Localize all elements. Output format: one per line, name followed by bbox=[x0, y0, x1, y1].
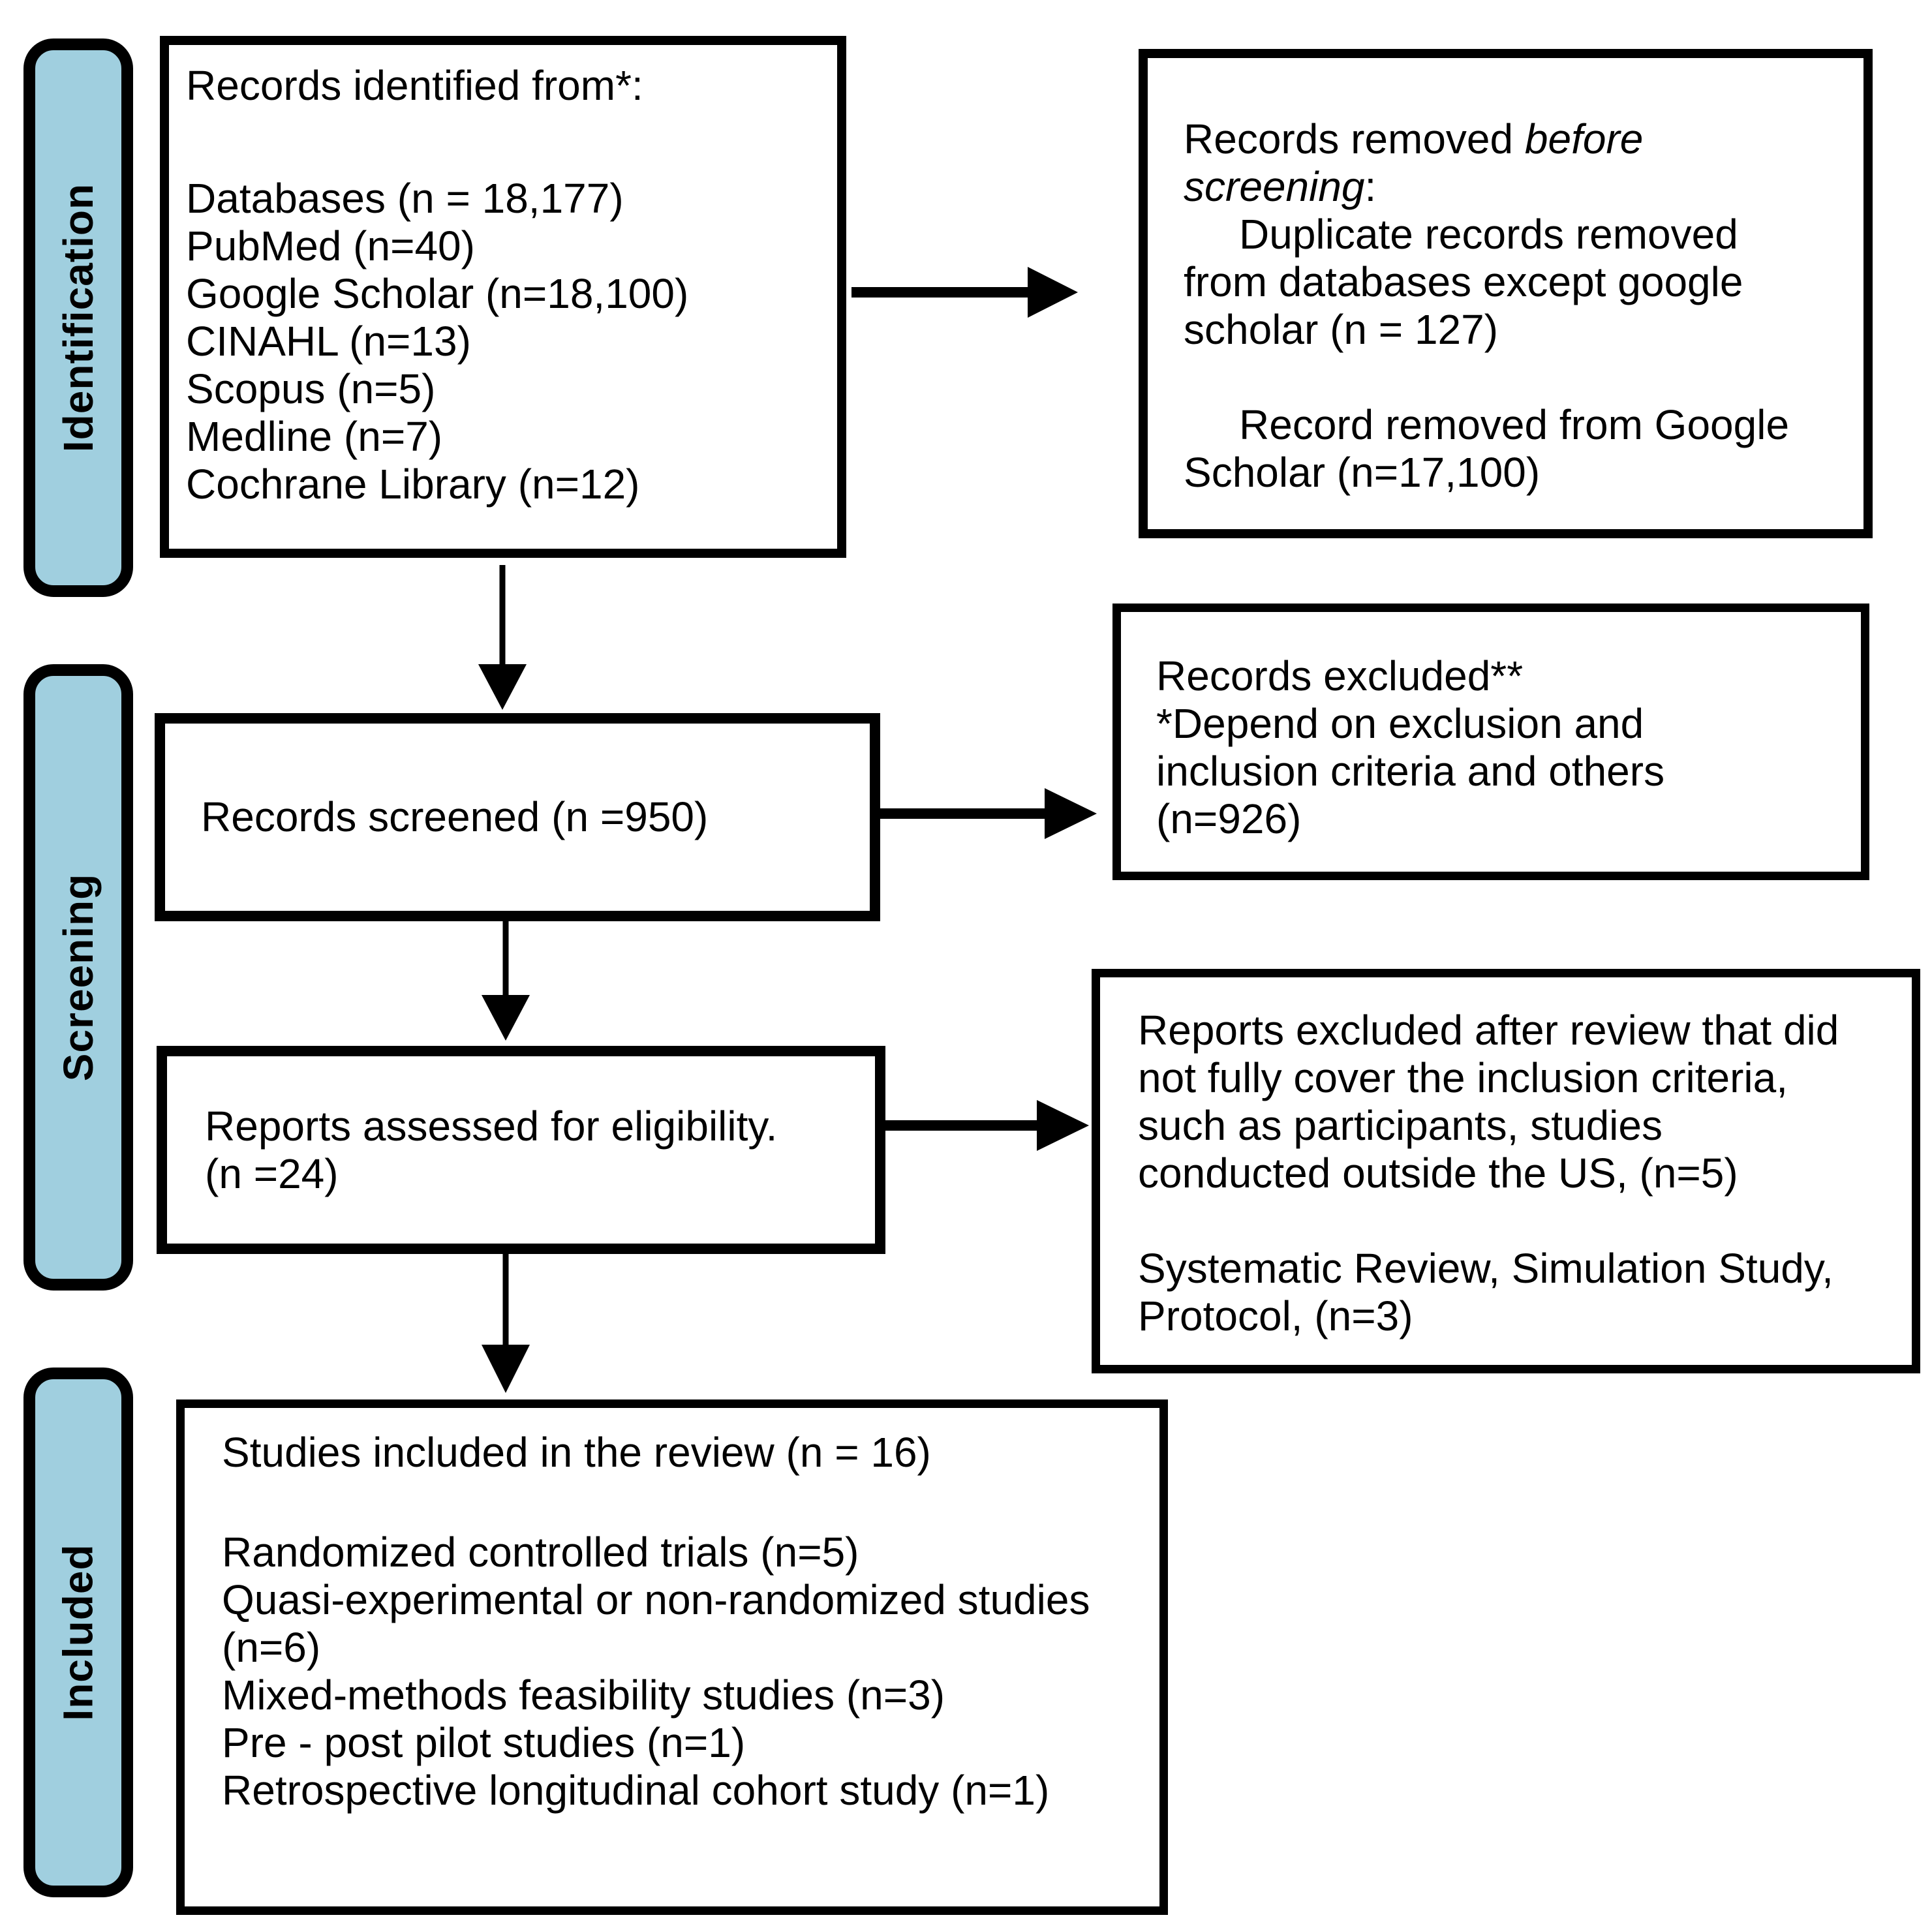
box-reports-assessed: Reports assessed for eligibility. (n =24… bbox=[157, 1046, 885, 1254]
records-identified-line: Medline (n=7) bbox=[186, 413, 443, 460]
arrow-down-identified-to-screened bbox=[478, 565, 527, 710]
box-reports-excluded: Reports excluded after review that did n… bbox=[1092, 969, 1920, 1373]
arrow-right-screened-to-excluded bbox=[880, 788, 1097, 839]
studies-included-line: Randomized controlled trials (n=5) bbox=[222, 1529, 859, 1576]
records-excluded-line: (n=926) bbox=[1156, 795, 1302, 842]
records-removed-title-italic: before screening bbox=[1184, 115, 1644, 210]
stage-identification: Identification bbox=[23, 38, 133, 597]
arrow-right-identified-to-removed bbox=[851, 267, 1078, 318]
studies-included-line: Pre - post pilot studies (n=1) bbox=[222, 1719, 746, 1766]
stage-screening-label: Screening bbox=[55, 873, 102, 1082]
reports-excluded-line: such as participants, studies bbox=[1138, 1102, 1663, 1149]
stage-screening: Screening bbox=[23, 664, 133, 1291]
reports-excluded-paragraph2: Systematic Review, Simulation Study, Pro… bbox=[1138, 1245, 1895, 1340]
records-identified-title: Records identified from*: bbox=[186, 62, 643, 109]
records-excluded-line: inclusion criteria and others bbox=[1156, 748, 1665, 795]
reports-excluded-line: conducted outside the US, (n=5) bbox=[1138, 1150, 1738, 1197]
records-removed-title: Records removed before screening: bbox=[1184, 115, 1644, 210]
records-identified-line: Cochrane Library (n=12) bbox=[186, 461, 640, 508]
stage-included: Included bbox=[23, 1368, 133, 1897]
records-screened-text: Records screened (n =950) bbox=[201, 793, 709, 840]
box-studies-included: Studies included in the review (n = 16) … bbox=[176, 1399, 1168, 1915]
records-identified-line: CINAHL (n=13) bbox=[186, 318, 471, 365]
reports-excluded-line: Reports excluded after review that did bbox=[1138, 1007, 1839, 1054]
records-identified-line: PubMed (n=40) bbox=[186, 222, 475, 269]
studies-included-line: Mixed-methods feasibility studies (n=3) bbox=[222, 1672, 945, 1719]
duplicates-removed-text: Duplicate records removed from databases… bbox=[1184, 211, 1743, 353]
studies-included-line: (n=6) bbox=[222, 1624, 321, 1671]
records-excluded-line: *Depend on exclusion and bbox=[1156, 700, 1644, 747]
reports-excluded-paragraph1: Reports excluded after review that did n… bbox=[1138, 1007, 1895, 1197]
studies-included-line: Quasi-experimental or non-randomized stu… bbox=[222, 1576, 1090, 1623]
reports-excluded-line: Systematic Review, Simulation Study, bbox=[1138, 1245, 1833, 1292]
studies-included-line: Retrospective longitudinal cohort study … bbox=[222, 1767, 1050, 1814]
arrow-down-screened-to-assessed bbox=[482, 921, 530, 1041]
stage-identification-label: Identification bbox=[55, 183, 102, 453]
reports-assessed-line: Reports assessed for eligibility. bbox=[205, 1102, 778, 1150]
records-identified-line: Google Scholar (n=18,100) bbox=[186, 270, 689, 317]
records-identified-line: Databases (n = 18,177) bbox=[186, 175, 624, 222]
arrow-down-assessed-to-included bbox=[482, 1254, 530, 1393]
stage-included-label: Included bbox=[55, 1544, 102, 1721]
box-records-screened: Records screened (n =950) bbox=[155, 713, 880, 921]
reports-excluded-line: Protocol, (n=3) bbox=[1138, 1292, 1413, 1339]
box-records-excluded: Records excluded** *Depend on exclusion … bbox=[1112, 604, 1869, 880]
records-identified-line: Scopus (n=5) bbox=[186, 365, 436, 412]
arrow-right-assessed-to-reports-excluded bbox=[885, 1100, 1089, 1151]
reports-excluded-line: not fully cover the inclusion criteria, bbox=[1138, 1054, 1788, 1101]
box-records-removed-before-screening: Records removed before screening: Duplic… bbox=[1139, 49, 1873, 538]
google-scholar-removed-text: Record removed from Google Scholar (n=17… bbox=[1184, 401, 1790, 496]
box-records-identified: Records identified from*: Databases (n =… bbox=[160, 36, 846, 558]
reports-assessed-line: (n =24) bbox=[205, 1150, 339, 1197]
studies-included-title: Studies included in the review (n = 16) bbox=[222, 1429, 931, 1476]
records-excluded-line: Records excluded** bbox=[1156, 652, 1524, 699]
